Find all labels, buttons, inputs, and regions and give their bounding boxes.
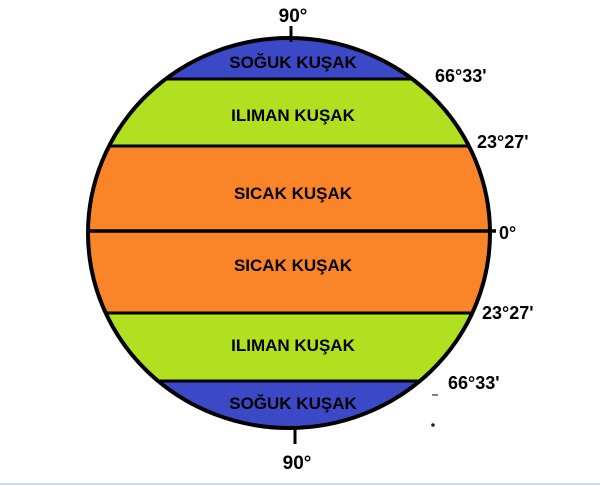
south-temperate-zone-label: ILIMAN KUŞAK <box>231 336 355 355</box>
north-pole-label: 90° <box>279 6 308 27</box>
south-polar-circle-label: 66°33' <box>448 373 500 393</box>
north-hot-zone-label: SICAK KUŞAK <box>234 184 353 203</box>
south-tropic-label: 23°27' <box>482 303 534 323</box>
north-polar-circle-label: 66°33' <box>435 66 487 86</box>
globe-outline <box>86 36 492 430</box>
north-temperate-zone-label: ILIMAN KUŞAK <box>231 106 355 125</box>
north-tropic-label: 23°27' <box>477 132 529 152</box>
zone-band-south-temperate <box>88 313 490 381</box>
stray-mark-dot <box>431 423 435 427</box>
equator-label: 0° <box>499 223 516 243</box>
south-hot-zone-label: SICAK KUŞAK <box>234 256 353 275</box>
north-cold-zone-label: SOĞUK KUŞAK <box>229 53 357 72</box>
south-pole-label: 90° <box>283 453 312 474</box>
south-cold-zone-label: SOĞUK KUŞAK <box>229 394 357 413</box>
